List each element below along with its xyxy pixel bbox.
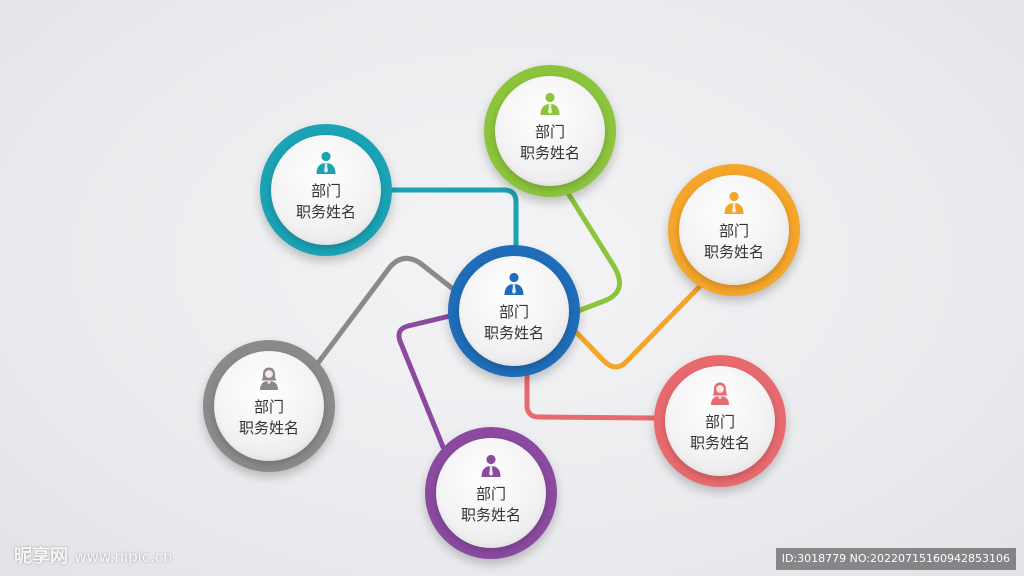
node-teal[interactable]: 部门 职务姓名 [260, 124, 392, 256]
position-name-label: 职务姓名 [519, 143, 580, 162]
position-name-label: 职务姓名 [295, 202, 356, 221]
connector-teal [387, 187, 519, 251]
node-face: 部门 职务姓名 [459, 256, 569, 366]
department-label: 部门 [253, 397, 284, 416]
node-face: 部门 职务姓名 [436, 438, 546, 548]
node-purple[interactable]: 部门 职务姓名 [425, 427, 557, 559]
site-url: www.nipic.cn [74, 548, 173, 566]
node-center[interactable]: 部门 职务姓名 [448, 245, 580, 377]
position-name-label: 职务姓名 [238, 418, 299, 437]
position-name-label: 职务姓名 [460, 505, 521, 524]
male-person-icon [479, 453, 503, 477]
connector-gray [315, 255, 456, 366]
male-person-icon [314, 150, 338, 174]
connector-purple [396, 313, 453, 450]
node-gray[interactable]: 部门 职务姓名 [203, 340, 335, 472]
department-label: 部门 [475, 484, 506, 503]
node-face: 部门 职务姓名 [271, 135, 381, 245]
node-orange[interactable]: 部门 职务姓名 [668, 164, 800, 296]
male-person-icon [722, 190, 746, 214]
position-name-label: 职务姓名 [703, 242, 764, 261]
node-face: 部门 职务姓名 [665, 366, 775, 476]
node-face: 部门 职务姓名 [495, 76, 605, 186]
image-id-watermark: ID:3018779 NO:20220715160942853106 [775, 548, 1016, 570]
node-face: 部门 职务姓名 [679, 175, 789, 285]
connector-green [563, 187, 623, 314]
connector-orange [573, 281, 705, 370]
node-green[interactable]: 部门 职务姓名 [484, 65, 616, 197]
department-label: 部门 [534, 122, 565, 141]
node-face: 部门 职务姓名 [214, 351, 324, 461]
connector-red [524, 369, 660, 421]
department-label: 部门 [498, 302, 529, 321]
female-person-icon [708, 381, 732, 405]
site-watermark: 昵享网 www.nipic.cn [14, 542, 173, 568]
position-name-label: 职务姓名 [483, 323, 544, 342]
male-person-icon [502, 271, 526, 295]
department-label: 部门 [310, 181, 341, 200]
node-red[interactable]: 部门 职务姓名 [654, 355, 786, 487]
site-name: 昵享网 [14, 546, 68, 567]
female-person-icon [257, 366, 281, 390]
department-label: 部门 [704, 412, 735, 431]
male-person-icon [538, 91, 562, 115]
department-label: 部门 [718, 221, 749, 240]
position-name-label: 职务姓名 [689, 433, 750, 452]
